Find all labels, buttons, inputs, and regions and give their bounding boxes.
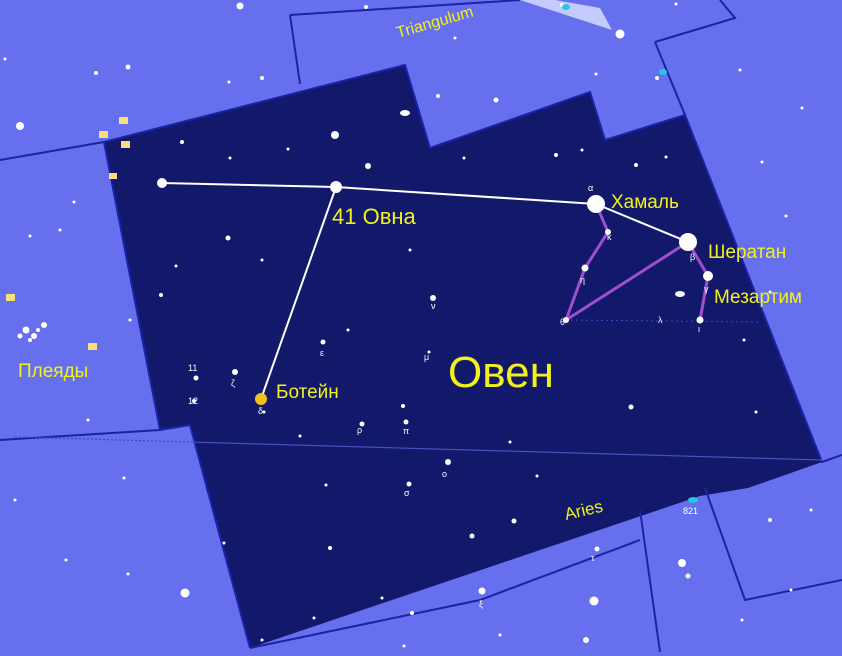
constellation-name: Овен: [448, 348, 554, 397]
star-west[interactable]: [157, 178, 167, 188]
star-41-label: 41 Овна: [332, 204, 417, 229]
connector-lines: [161, 182, 689, 400]
label-iota: ι: [698, 324, 700, 334]
label-sigma: σ: [404, 488, 410, 498]
field-stars: [3, 2, 813, 648]
label-omicron: ο: [442, 469, 447, 479]
label-821: 821: [683, 506, 698, 516]
star-botein[interactable]: [255, 393, 267, 405]
label-delta: δ: [258, 406, 263, 416]
deep-sky-objects: [6, 4, 698, 503]
star-41-ari[interactable]: [330, 181, 342, 193]
triangulum-label: Triangulum: [394, 4, 475, 42]
label-theta: θ: [560, 317, 565, 327]
label-beta: β: [690, 252, 695, 262]
star-theta[interactable]: [563, 317, 569, 323]
label-eta: η: [580, 275, 585, 285]
pleiades-cluster: [17, 322, 47, 342]
label-nu: ν: [431, 301, 436, 311]
star-mesarthim[interactable]: [703, 271, 713, 281]
star-iota[interactable]: [696, 316, 704, 324]
pleiades-label: Плеяды: [18, 361, 88, 382]
faint-line: [565, 319, 761, 323]
label-mu: μ: [424, 352, 429, 362]
label-kappa: κ: [607, 232, 612, 242]
greek-labels: α β γ δ ε ζ η θ ι κ λ μ ν ο π ρ σ ξ τ 11…: [188, 183, 709, 609]
label-epsilon: ε: [320, 348, 324, 358]
sheratan-label: Шератан: [708, 242, 786, 263]
mesarthim-label: Мезартим: [714, 287, 802, 308]
ecliptic-segment: [189, 441, 823, 461]
label-gamma: γ: [704, 284, 709, 294]
label-xi: ξ: [479, 599, 483, 609]
label-lambda: λ: [658, 315, 663, 325]
label-tau: τ: [591, 553, 595, 563]
hamal-label: Хамаль: [611, 192, 679, 213]
label-pi: π: [403, 426, 409, 436]
star-kappa[interactable]: [605, 229, 611, 235]
triangulum-wedge: [520, 0, 612, 30]
star-hamal[interactable]: [587, 195, 605, 213]
botein-label: Ботейн: [276, 382, 339, 403]
star-sheratan[interactable]: [679, 233, 697, 251]
label-zeta: ζ: [231, 378, 235, 388]
star-eta[interactable]: [581, 264, 589, 272]
label-12: 12: [188, 396, 198, 406]
label-rho: ρ: [357, 425, 362, 435]
aries-region: [104, 65, 822, 648]
bright-stars: [157, 178, 713, 324]
label-11: 11: [188, 363, 197, 373]
label-alpha: α: [588, 183, 593, 193]
